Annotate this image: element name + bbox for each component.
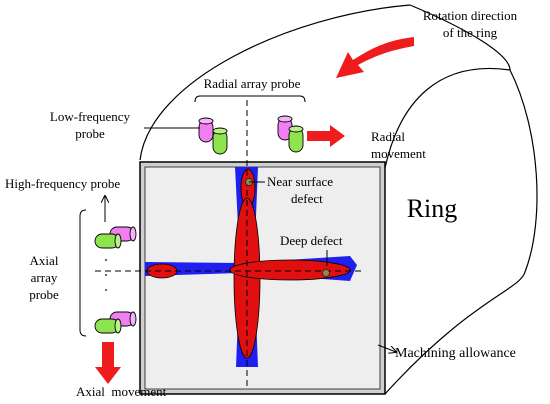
axial-array-probe [79,196,137,384]
radial-movement-label-line2: movement [371,146,426,161]
defect-regions [146,168,351,359]
leader-lines [249,181,396,352]
high-frequency-label: High-frequency probe [5,176,120,191]
rotation-label-line2: of the ring [443,25,498,40]
axial-movement-label: Axial movement [76,384,167,399]
rotation-label-line1: Rotation direction [423,8,518,23]
radial-movement-arrow [307,125,345,147]
axial-probe-label-line1: Axial [30,253,59,268]
radial-probe-right [277,115,304,153]
machining-allowance-label: Machining allowance [395,346,516,361]
high-frequency-probe [94,226,137,249]
radial-movement-label-line1: Radial [371,129,405,144]
center-lines [95,100,365,390]
radial-array-probe-label: Radial array probe [204,76,301,91]
low-frequency-label-line1: Low-frequency [50,109,131,124]
axial-probe-label-line3: probe [29,287,59,302]
ring-label: Ring [407,194,458,223]
ring-outline [139,4,538,395]
near-surface-label-line1: Near surface [267,174,333,189]
rotation-arrow [336,37,414,78]
near-surface-label-line2: defect [291,191,323,206]
radial-array-probe [144,95,345,155]
low-frequency-label-line2: probe [75,126,105,141]
deep-defect-dot [322,269,330,277]
axial-probe-dots [105,259,107,291]
axial-probe-bottom [94,311,137,334]
axial-probe-label-line2: array [31,270,58,285]
axial-movement-arrow [95,342,121,384]
deep-defect-label: Deep defect [280,233,343,248]
low-frequency-probe [198,117,228,155]
